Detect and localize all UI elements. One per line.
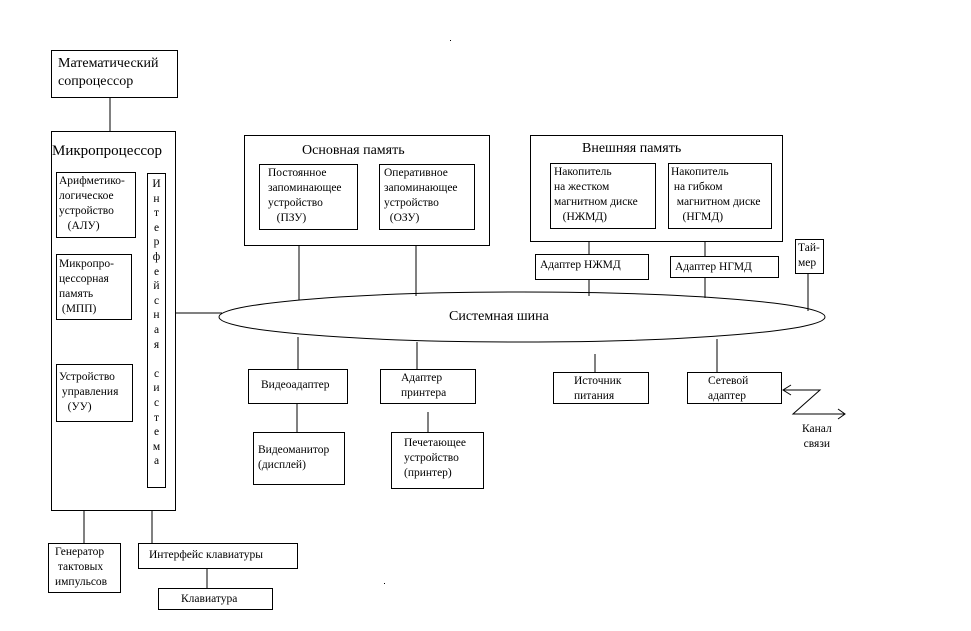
video-adapter-box: Видеоадаптер bbox=[248, 369, 348, 404]
math-coprocessor-label: Математический сопроцессор bbox=[58, 56, 159, 90]
comm-channel-zigzag bbox=[783, 389, 845, 415]
keyboard-interface-label: Интерфейс клавиатуры bbox=[149, 549, 263, 561]
main-memory-title: Основная память bbox=[302, 143, 405, 158]
video-monitor-label: Видеоманитор (дисплей) bbox=[258, 444, 330, 471]
ram-label: Оперативное запоминающее устройство (ОЗУ… bbox=[384, 167, 458, 224]
control-unit-label: Устройство управления (УУ) bbox=[59, 371, 119, 413]
fdd-box: Накопитель на гибком магнитном диске (НГ… bbox=[668, 163, 772, 229]
system-bus-label: Системная шина bbox=[449, 309, 549, 324]
printer-adapter-label: Адаптер принтера bbox=[401, 372, 447, 399]
timer-label: Тай- мер bbox=[798, 242, 820, 269]
clock-generator-box: Генератор тактовых импульсов bbox=[48, 543, 121, 593]
video-monitor-box: Видеоманитор (дисплей) bbox=[253, 432, 345, 485]
power-supply-label: Источник питания bbox=[574, 375, 622, 402]
interface-system-box: И н т е р ф е й с н а я с и с т е м а bbox=[147, 173, 166, 488]
alu-label: Арифметико- логическое устройство (АЛУ) bbox=[59, 175, 125, 232]
arrow-right-icon bbox=[837, 408, 846, 420]
fdd-adapter-box: Адаптер НГМД bbox=[670, 256, 779, 278]
printer-adapter-box: Адаптер принтера bbox=[380, 369, 476, 404]
keyboard-box: Клавиатура bbox=[158, 588, 273, 610]
main-memory-box: Основная память Постоянное запоминающее … bbox=[244, 135, 490, 246]
alu-box: Арифметико- логическое устройство (АЛУ) bbox=[56, 172, 136, 238]
keyboard-label: Клавиатура bbox=[181, 593, 238, 605]
interface-system-label: И н т е р ф е й с н а я с и с т е м а bbox=[152, 178, 161, 468]
network-adapter-box: Сетевой адаптер bbox=[687, 372, 782, 404]
comm-channel-label: Канал связи bbox=[802, 423, 832, 450]
power-supply-box: Источник питания bbox=[553, 372, 649, 404]
rom-label: Постоянное запоминающее устройство (ПЗУ) bbox=[268, 167, 342, 224]
printer-box: Печетающее устройство (принтер) bbox=[391, 432, 484, 489]
external-memory-title: Внешняя память bbox=[582, 141, 682, 156]
control-unit-box: Устройство управления (УУ) bbox=[56, 364, 133, 422]
network-adapter-label: Сетевой адаптер bbox=[708, 375, 749, 402]
keyboard-interface-box: Интерфейс клавиатуры bbox=[138, 543, 298, 569]
hdd-adapter-label: Адаптер НЖМД bbox=[540, 259, 621, 271]
mpp-label: Микропро- цессорная память (МПП) bbox=[59, 258, 114, 315]
system-bus-ellipse bbox=[218, 291, 826, 343]
hdd-label: Накопитель на жестком магнитном диске (Н… bbox=[554, 166, 638, 223]
hdd-box: Накопитель на жестком магнитном диске (Н… bbox=[550, 163, 656, 229]
hdd-adapter-box: Адаптер НЖМД bbox=[535, 254, 649, 280]
fdd-adapter-label: Адаптер НГМД bbox=[675, 261, 752, 273]
rom-box: Постоянное запоминающее устройство (ПЗУ) bbox=[259, 164, 358, 230]
microprocessor-box: Микропроцессор Арифметико- логическое ус… bbox=[51, 131, 176, 511]
external-memory-box: Внешняя память Накопитель на жестком маг… bbox=[530, 135, 783, 242]
arrow-left-icon bbox=[782, 384, 792, 396]
ram-box: Оперативное запоминающее устройство (ОЗУ… bbox=[379, 164, 475, 230]
fdd-label: Накопитель на гибком магнитном диске (НГ… bbox=[671, 166, 761, 223]
video-adapter-label: Видеоадаптер bbox=[261, 379, 330, 391]
microprocessor-title: Микропроцессор bbox=[52, 143, 163, 159]
printer-label: Печетающее устройство (принтер) bbox=[404, 437, 466, 479]
math-coprocessor-box: Математический сопроцессор bbox=[51, 50, 178, 98]
timer-box: Тай- мер bbox=[795, 239, 824, 274]
clock-generator-label: Генератор тактовых импульсов bbox=[55, 546, 108, 588]
mpp-box: Микропро- цессорная память (МПП) bbox=[56, 254, 132, 320]
